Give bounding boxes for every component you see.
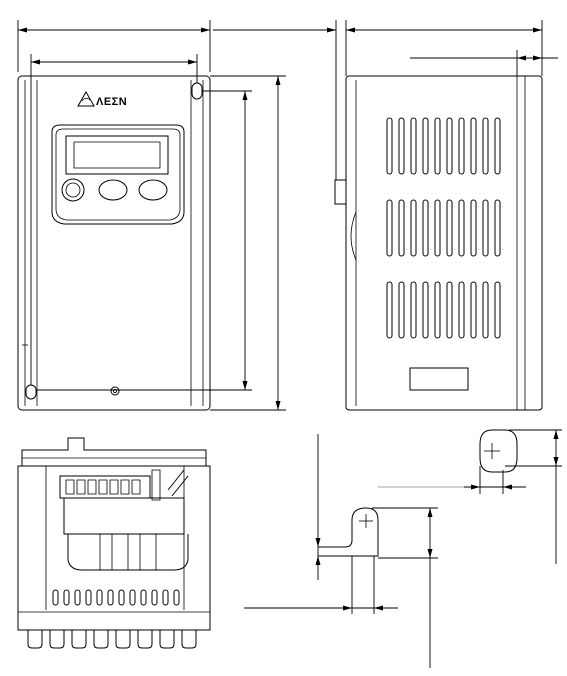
- heatsink-fin: [94, 630, 108, 648]
- side-vent-slot: [387, 118, 392, 174]
- keypad-key-right[interactable]: [139, 180, 167, 200]
- side-vent-slot: [483, 282, 488, 338]
- heatsink-fin: [28, 630, 42, 648]
- side-vent-slot: [423, 200, 428, 256]
- bottom-chassis-block: [64, 498, 184, 534]
- side-vent-slot: [447, 200, 452, 256]
- side-vent-slot: [483, 118, 488, 174]
- bottom-vent-slot: [163, 590, 168, 605]
- side-cable-curve: [351, 212, 356, 260]
- terminal-block: [60, 476, 150, 498]
- keypad-panel: [52, 125, 184, 224]
- side-vent-slot: [423, 118, 428, 174]
- side-label-plate: [410, 368, 468, 390]
- side-vent-slot: [411, 282, 416, 338]
- brand-logo-text: ΛΕΣΝ: [96, 96, 127, 108]
- side-vent-slot: [447, 118, 452, 174]
- bottom-vent-slot: [86, 590, 91, 605]
- lcd-display-window: [74, 142, 160, 168]
- terminal-latch-2: [172, 476, 188, 496]
- bottom-heatsink-fins: [28, 630, 196, 648]
- side-vent-slot: [495, 282, 500, 338]
- keypad-key-left[interactable]: [99, 180, 127, 200]
- side-vent-slot: [495, 200, 500, 256]
- side-vent-slot: [447, 282, 452, 338]
- side-housing-outline: [346, 76, 542, 410]
- side-vent-slot: [459, 200, 464, 256]
- heatsink-fin: [50, 630, 64, 648]
- side-vent-slot: [387, 200, 392, 256]
- terminal-screw: [66, 480, 74, 494]
- side-vent-slot: [435, 282, 440, 338]
- terminal-screw: [121, 480, 129, 494]
- logo-swoosh-icon: [82, 98, 90, 101]
- heatsink-fin: [138, 630, 152, 648]
- heatsink-fin: [116, 630, 130, 648]
- bottom-vent-slot: [141, 590, 146, 605]
- heatsink-fin: [182, 630, 196, 648]
- terminal-screws: [66, 480, 140, 494]
- terminal-screw: [77, 480, 85, 494]
- bottom-vent-slot: [64, 590, 69, 605]
- rotary-knob-icon[interactable]: [62, 179, 84, 201]
- side-vent-slot: [387, 282, 392, 338]
- bottom-view: [18, 438, 210, 648]
- side-vent-slot: [423, 282, 428, 338]
- side-vent-slot: [495, 118, 500, 174]
- side-vent-slot: [399, 118, 404, 174]
- side-vent-slot: [411, 200, 416, 256]
- bottom-mounting-slot: [26, 385, 36, 399]
- side-vent-slot: [399, 282, 404, 338]
- top-mounting-slot: [192, 83, 202, 99]
- side-keypad-protrusion: [335, 180, 346, 204]
- side-vent-slot: [459, 118, 464, 174]
- front-screw-icon: [111, 387, 119, 395]
- terminal-latch: [168, 470, 184, 490]
- bottom-vent-slot: [119, 590, 124, 605]
- bottom-vent-slot: [53, 590, 58, 605]
- side-vent-slot: [435, 118, 440, 174]
- bottom-vent-slot: [130, 590, 135, 605]
- mounting-hole-detail: [244, 434, 438, 668]
- side-vent-slot: [435, 200, 440, 256]
- heatsink-fin: [160, 630, 174, 648]
- heatsink-fin: [72, 630, 86, 648]
- detail-hole-bracket: [318, 508, 378, 556]
- side-vents: [387, 118, 500, 338]
- side-vent-slot: [411, 118, 416, 174]
- bottom-housing-outline: [18, 466, 210, 630]
- side-vent-slot: [471, 118, 476, 174]
- terminal-screw: [132, 480, 140, 494]
- side-vent-slot: [399, 200, 404, 256]
- bottom-top-rim: [22, 438, 206, 466]
- terminal-screw: [110, 480, 118, 494]
- logo-triangle-icon: [78, 92, 94, 106]
- side-vent-slot: [471, 200, 476, 256]
- mounting-slot-detail: [378, 430, 562, 564]
- front-dimensions: [18, 20, 286, 410]
- bottom-vent-slot: [152, 590, 157, 605]
- side-vent-slot: [483, 200, 488, 256]
- side-view: [213, 20, 558, 410]
- front-view: ΛΕΣΝ: [18, 20, 286, 410]
- terminal-screw: [88, 480, 96, 494]
- side-vent-slot: [459, 282, 464, 338]
- terminal-cover-edge: [152, 470, 160, 500]
- terminal-screw: [99, 480, 107, 494]
- bottom-vent-slot: [174, 590, 179, 605]
- side-vent-slot: [471, 282, 476, 338]
- bottom-vent-slot: [75, 590, 80, 605]
- bottom-vent-slots: [53, 590, 179, 605]
- rotary-knob-inner: [66, 183, 80, 197]
- brand-logo: ΛΕΣΝ: [78, 92, 127, 108]
- bottom-vent-slot: [97, 590, 102, 605]
- bottom-vent-slot: [108, 590, 113, 605]
